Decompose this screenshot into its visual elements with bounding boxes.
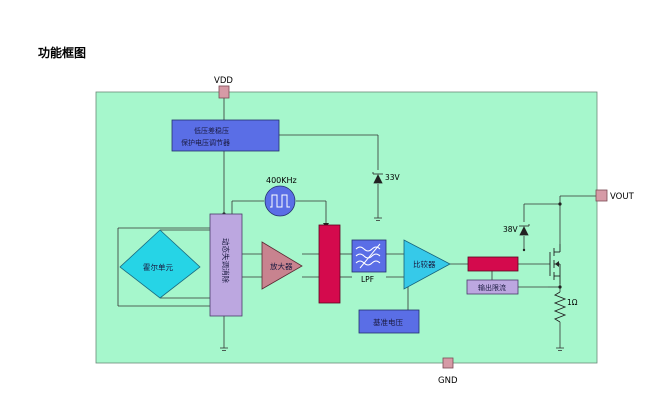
vout-pin — [595, 189, 608, 202]
driver-block — [467, 256, 519, 272]
chip-die — [95, 91, 598, 364]
regulator-label-line2: 保护电压调节器 — [181, 138, 230, 147]
ground-symbols — [220, 217, 564, 351]
comparator-label: 比较器 — [413, 259, 436, 269]
gnd-pin — [442, 357, 454, 369]
current-limit-block — [466, 279, 519, 295]
amplifier-label: 放大器 — [270, 261, 293, 271]
gnd-label: GND — [438, 376, 458, 386]
oscillator-circle — [264, 185, 296, 217]
regulator-block — [171, 119, 280, 152]
comparator-block — [403, 239, 451, 290]
amplifier-block — [261, 241, 303, 290]
reference-label: 基准电压 — [373, 317, 403, 327]
chopper-block — [209, 213, 243, 317]
zener-diode-33v — [372, 172, 383, 184]
square-wave-icon — [270, 194, 290, 208]
vout-label: VOUT — [610, 192, 635, 202]
sense-resistor — [553, 291, 567, 323]
zener-38v-label: 38V — [503, 225, 519, 234]
current-limit-label: 输出限流 — [478, 283, 506, 292]
chopper-label: 动态失调消除 — [221, 238, 231, 283]
lpf-label: LPF — [361, 275, 374, 284]
page-title: 功能框图 — [38, 46, 87, 60]
zener-diode-38v — [519, 224, 530, 236]
transistor-arrow-icon — [555, 261, 559, 267]
vdd-label: VDD — [214, 76, 233, 86]
zener-33v-label: 33V — [385, 173, 401, 182]
wires — [117, 98, 598, 368]
hall-element — [119, 229, 201, 299]
vdd-pin — [218, 85, 230, 99]
reference-block — [358, 309, 420, 334]
regulator-label-line1: 低压差稳压 — [194, 126, 229, 135]
sample-hold-block — [318, 224, 341, 304]
filter-wave-icon — [355, 243, 381, 269]
lpf-block — [351, 239, 387, 273]
oscillator-label: 400KHz — [266, 176, 297, 185]
hall-label: 霍尔单元 — [143, 262, 173, 272]
resistor-label: 1Ω — [567, 298, 578, 307]
